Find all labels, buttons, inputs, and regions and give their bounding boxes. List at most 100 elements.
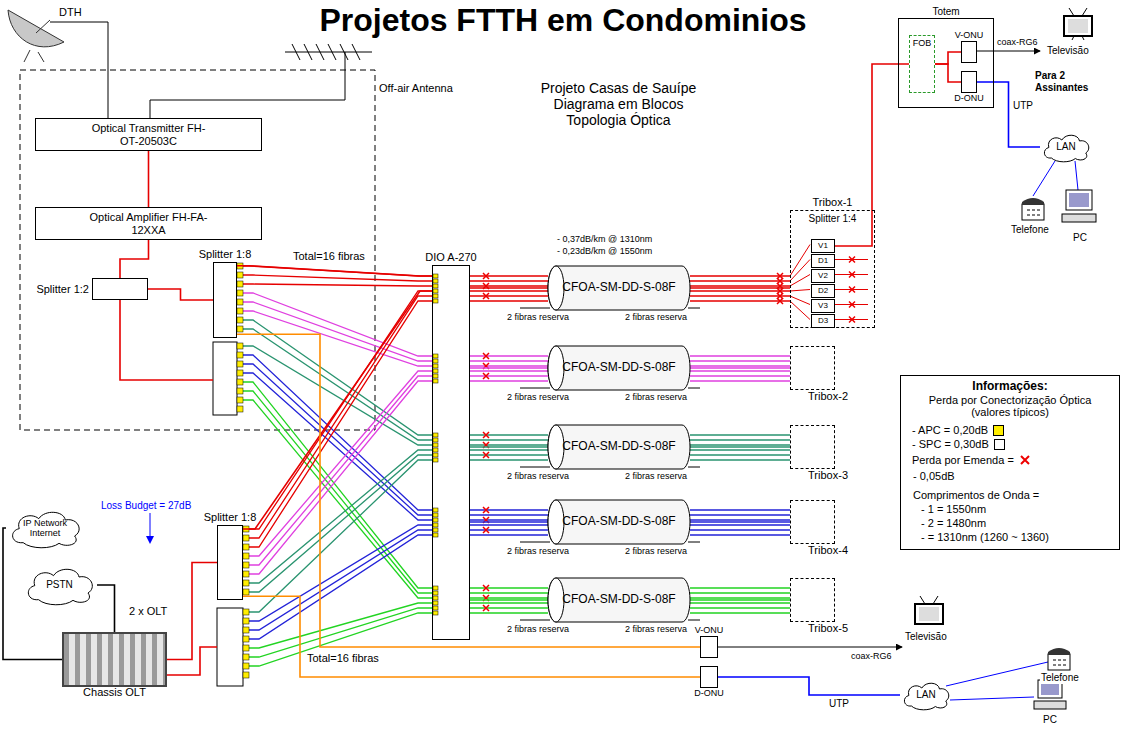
apc-connector	[433, 533, 438, 537]
node-text: Splitter 1:8	[204, 511, 257, 524]
tv-icon	[919, 607, 939, 621]
cable-outline	[548, 578, 690, 622]
text-label: 2 fibras reserva	[506, 312, 570, 322]
apc-connector	[433, 611, 438, 615]
splitter-box	[217, 608, 243, 686]
node-text: D3	[818, 316, 828, 325]
splice-mark	[483, 507, 489, 513]
text-label: 2 x OLT	[128, 605, 168, 618]
cable-outline	[548, 578, 564, 622]
lan-wire	[946, 662, 1048, 700]
node-text: DIO A-270	[425, 251, 476, 264]
dth-dish	[36, 20, 50, 33]
loss-budget-arrow	[146, 513, 154, 544]
apc-connector	[433, 591, 438, 595]
cloud-outline	[13, 512, 80, 547]
apc-connector	[433, 274, 438, 278]
phone-icon	[1053, 660, 1066, 665]
apc-connector	[433, 528, 438, 532]
text-label: Televisão	[904, 631, 948, 643]
onu-box: V-ONU	[700, 636, 718, 658]
splice-mark	[849, 302, 855, 308]
fiber-wire	[243, 329, 432, 440]
text-label: - 0,37dB/km @ 1310nm	[556, 234, 653, 244]
legend-text: Perda por Emenda =	[912, 454, 1014, 467]
apc-connector	[433, 508, 438, 512]
dth-dish	[8, 10, 64, 62]
text-label: 2 fibras reserva	[624, 546, 688, 556]
fiber-connector	[167, 563, 217, 660]
apc-connector	[237, 388, 243, 394]
fiber-connector	[237, 266, 432, 276]
pc-icon	[1062, 190, 1096, 222]
apc-connector	[433, 586, 438, 590]
text-label: 2 fibras reserva	[624, 624, 688, 634]
transmitter-box: Optical Transmitter FH-OT-20503C	[35, 118, 262, 151]
node-text: LAN	[1056, 141, 1075, 153]
splitter-box	[213, 342, 237, 415]
fiber-wire	[243, 275, 432, 281]
splice-mark	[849, 272, 855, 278]
splice-mark	[483, 527, 489, 533]
fiber-connector	[690, 599, 790, 601]
apc-connector	[243, 535, 249, 541]
splice-mark	[483, 273, 489, 279]
onu-box: D-ONU	[700, 666, 718, 688]
apc-connector	[237, 326, 243, 332]
apc-connector	[237, 317, 243, 323]
phone-icon	[1048, 654, 1070, 670]
text-label: Telefone	[1010, 224, 1050, 236]
splitter-port: D3	[811, 314, 835, 328]
apc-connector	[237, 290, 243, 296]
node-text: V3	[818, 301, 828, 310]
node-text: Splitter 1:2	[36, 283, 89, 296]
apc-connector	[243, 663, 249, 669]
splitter-port: V2	[811, 269, 835, 283]
fiber-cable: CFOA-SM-DD-S-08F	[548, 346, 690, 390]
cloud-outline	[904, 683, 948, 710]
text-label: Telefone	[1040, 672, 1080, 684]
text-label: coax-RG6	[996, 37, 1039, 47]
olt-chassis: Chassis OLT	[62, 632, 167, 687]
cable-outline	[548, 346, 564, 390]
apc-connector	[433, 448, 438, 452]
splice-mark	[483, 353, 489, 359]
apc-connector	[433, 438, 438, 442]
fiber-wire	[249, 613, 432, 666]
tribox: Tribox-4	[790, 500, 835, 544]
fiber-wire	[249, 301, 432, 547]
fiber-connector	[470, 599, 548, 601]
tv-icon	[1064, 8, 1092, 40]
splitter-port: V1	[811, 239, 835, 253]
apc-connector	[243, 562, 249, 568]
node-text: Totem	[932, 6, 959, 18]
cable-outline	[548, 266, 564, 310]
node-text: V-ONU	[955, 30, 984, 40]
splice-mark	[483, 432, 489, 438]
phone-icon	[1022, 198, 1044, 205]
text-label: Total=16 fibras	[306, 652, 380, 665]
node-text: Informações:	[972, 380, 1047, 394]
node-text: D-ONU	[694, 688, 724, 698]
fiber-connector	[470, 367, 548, 369]
fiber-connector	[470, 446, 548, 448]
cable-outline	[548, 500, 690, 544]
fiber-connector	[97, 585, 115, 632]
apc-connector	[433, 289, 438, 293]
fiber-cable: CFOA-SM-DD-S-08F	[548, 266, 690, 310]
pc-icon	[1034, 680, 1066, 709]
apc-connector	[433, 374, 438, 378]
apc-connector	[433, 523, 438, 527]
splitter-port: V3	[811, 299, 835, 313]
node-text: CFOA-SM-DD-S-08F	[562, 593, 675, 607]
network-cloud: IP Network Internet	[6, 508, 84, 548]
fiber-wire	[790, 275, 810, 287]
onu-box: D-ONU	[961, 71, 977, 93]
fiber-wire	[120, 300, 213, 380]
network-cloud: PSTN	[22, 565, 97, 605]
cable-label: UTP	[1012, 100, 1034, 112]
apc-connector	[433, 453, 438, 457]
fiber-wire	[249, 296, 432, 538]
node-text: CFOA-SM-DD-S-08F	[562, 361, 675, 375]
text-label: PC	[1072, 232, 1088, 244]
